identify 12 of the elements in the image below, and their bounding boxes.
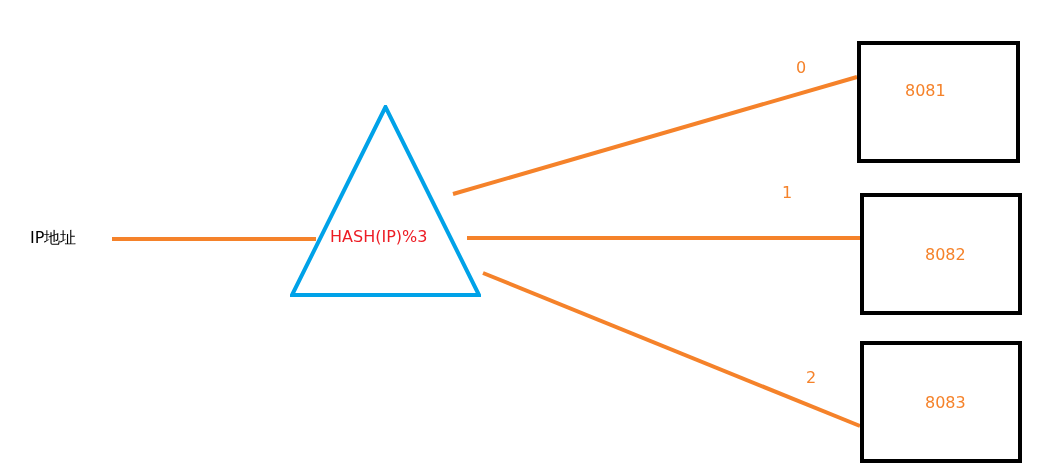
server-box bbox=[860, 193, 1022, 315]
port-number: 8081 bbox=[905, 81, 946, 100]
connector-line bbox=[452, 75, 858, 196]
connector-line bbox=[112, 237, 316, 241]
connector-line bbox=[482, 271, 861, 428]
port-number: 8083 bbox=[925, 393, 966, 412]
server-box bbox=[860, 341, 1022, 463]
port-number: 8082 bbox=[925, 245, 966, 264]
connector-line bbox=[467, 236, 860, 240]
ip-address-label: IP地址 bbox=[30, 228, 77, 249]
hash-formula: HASH(IP)%3 bbox=[330, 227, 428, 246]
server-box bbox=[857, 41, 1020, 163]
